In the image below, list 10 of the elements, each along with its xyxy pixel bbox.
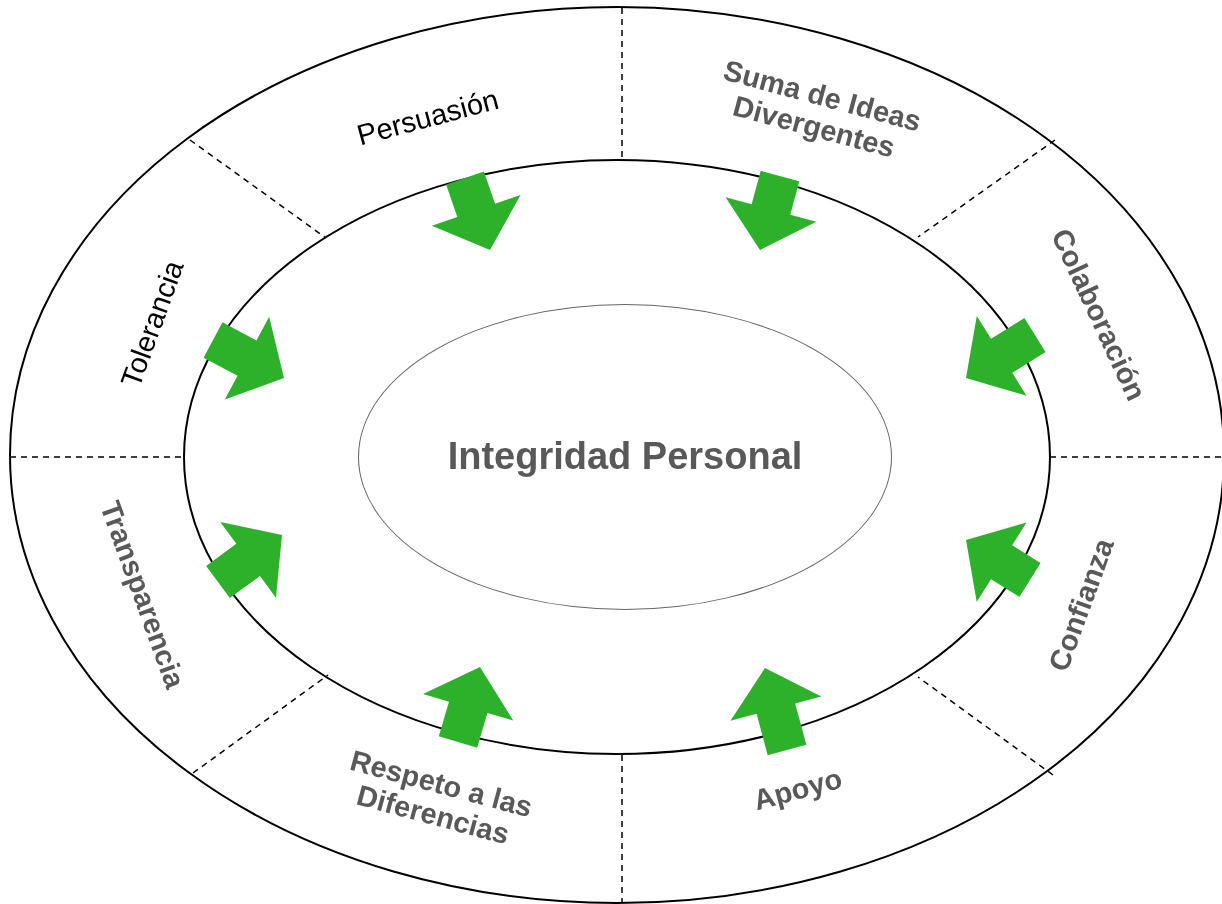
arrow <box>431 171 521 250</box>
arrow <box>730 668 822 756</box>
arrow <box>966 522 1041 603</box>
center-label: Integridad Personal <box>447 434 803 480</box>
arrow <box>203 316 284 400</box>
segment-label: Apoyo <box>716 753 880 827</box>
arrow <box>966 315 1046 396</box>
arrow <box>725 170 817 250</box>
arrow <box>423 667 514 748</box>
arrow <box>206 522 282 599</box>
